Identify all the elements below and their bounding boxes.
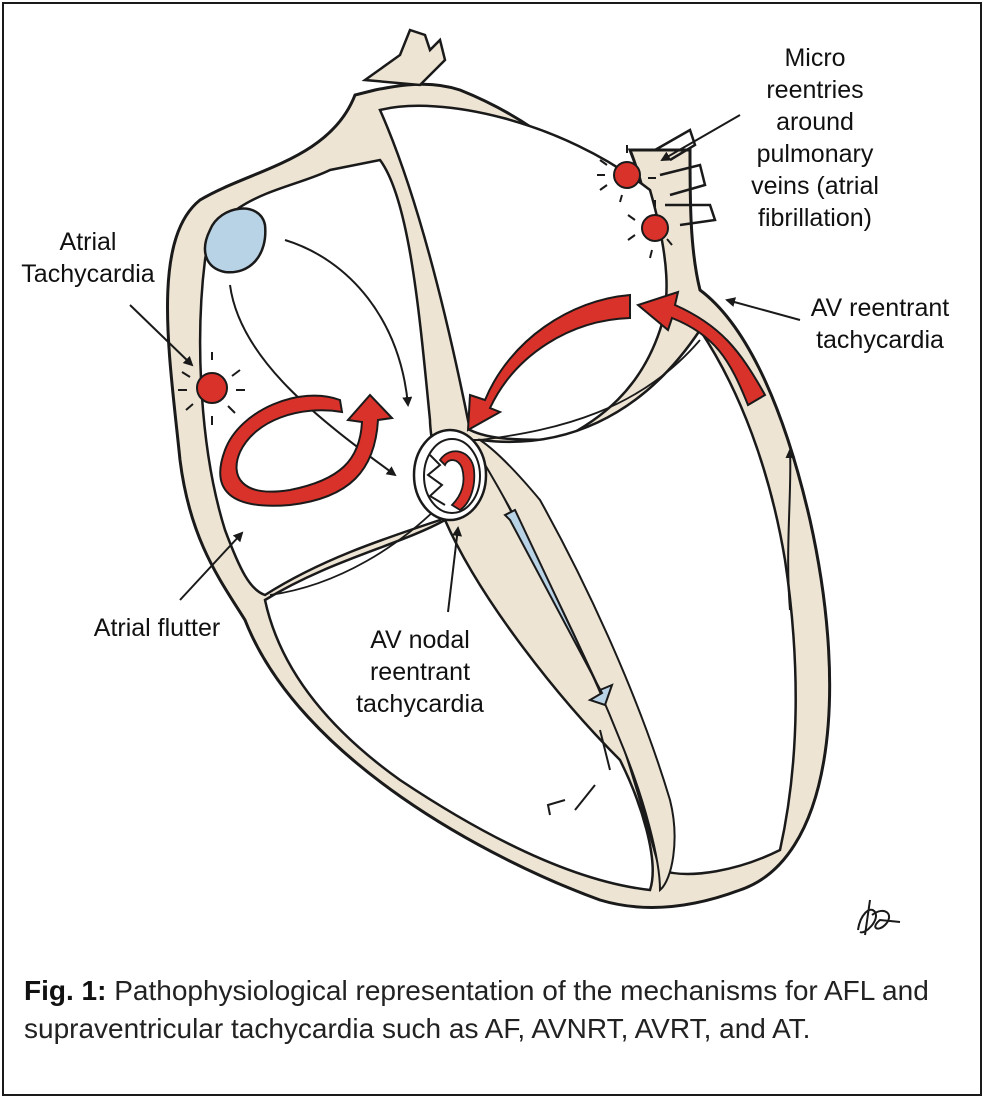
av-reentrant-arrow-2 [635, 290, 767, 407]
atrial-tachycardia-focus [178, 352, 245, 425]
pointer-atrial-flutter [179, 531, 244, 601]
left-atrium-cavity [378, 104, 668, 442]
caption-prefix: Fig. 1: [24, 975, 107, 1006]
av-node [412, 428, 488, 522]
heart-diagram [129, 28, 901, 936]
pulmonary-vein-focus-2 [627, 200, 673, 259]
caption-text: Pathophysiological representation of the… [24, 975, 929, 1044]
pointer-av-nodal [447, 526, 463, 613]
conduction-line-5 [479, 339, 701, 441]
right-ventricle-cavity [263, 518, 654, 892]
sinus-node [203, 207, 267, 274]
label-micro-reentries: Micro reentries around pulmonary veins (… [751, 44, 879, 232]
superior-vena-cava [361, 28, 447, 87]
conduction-dashed [546, 729, 611, 816]
av-reentrant-arrow-1 [466, 293, 631, 432]
conduction-line-3 [785, 448, 796, 611]
pointer-av-reentrant [725, 297, 801, 321]
label-av-nodal-reentrant: AV nodal reentrant tachycardia [356, 626, 484, 718]
conduction-line-4 [269, 504, 441, 596]
pointer-micro-reentries [660, 114, 741, 161]
figure-caption: Fig. 1: Pathophysiological representatio… [24, 972, 944, 1048]
label-av-reentrant: AV reentrant tachycardia [810, 294, 950, 354]
his-bundle-path [503, 508, 614, 707]
pointer-atrial-tachycardia [129, 304, 194, 367]
pulmonary-vein-focus-1 [597, 145, 656, 203]
right-atrium-cavity [198, 158, 442, 597]
pulmonary-veins [654, 128, 717, 227]
atrial-flutter-loop [219, 393, 395, 507]
conduction-line-2 [284, 239, 413, 407]
label-atrial-flutter: Atrial flutter [93, 614, 221, 642]
artist-signature [857, 899, 901, 936]
label-atrial-tachycardia: Atrial Tachycardia [21, 228, 155, 288]
